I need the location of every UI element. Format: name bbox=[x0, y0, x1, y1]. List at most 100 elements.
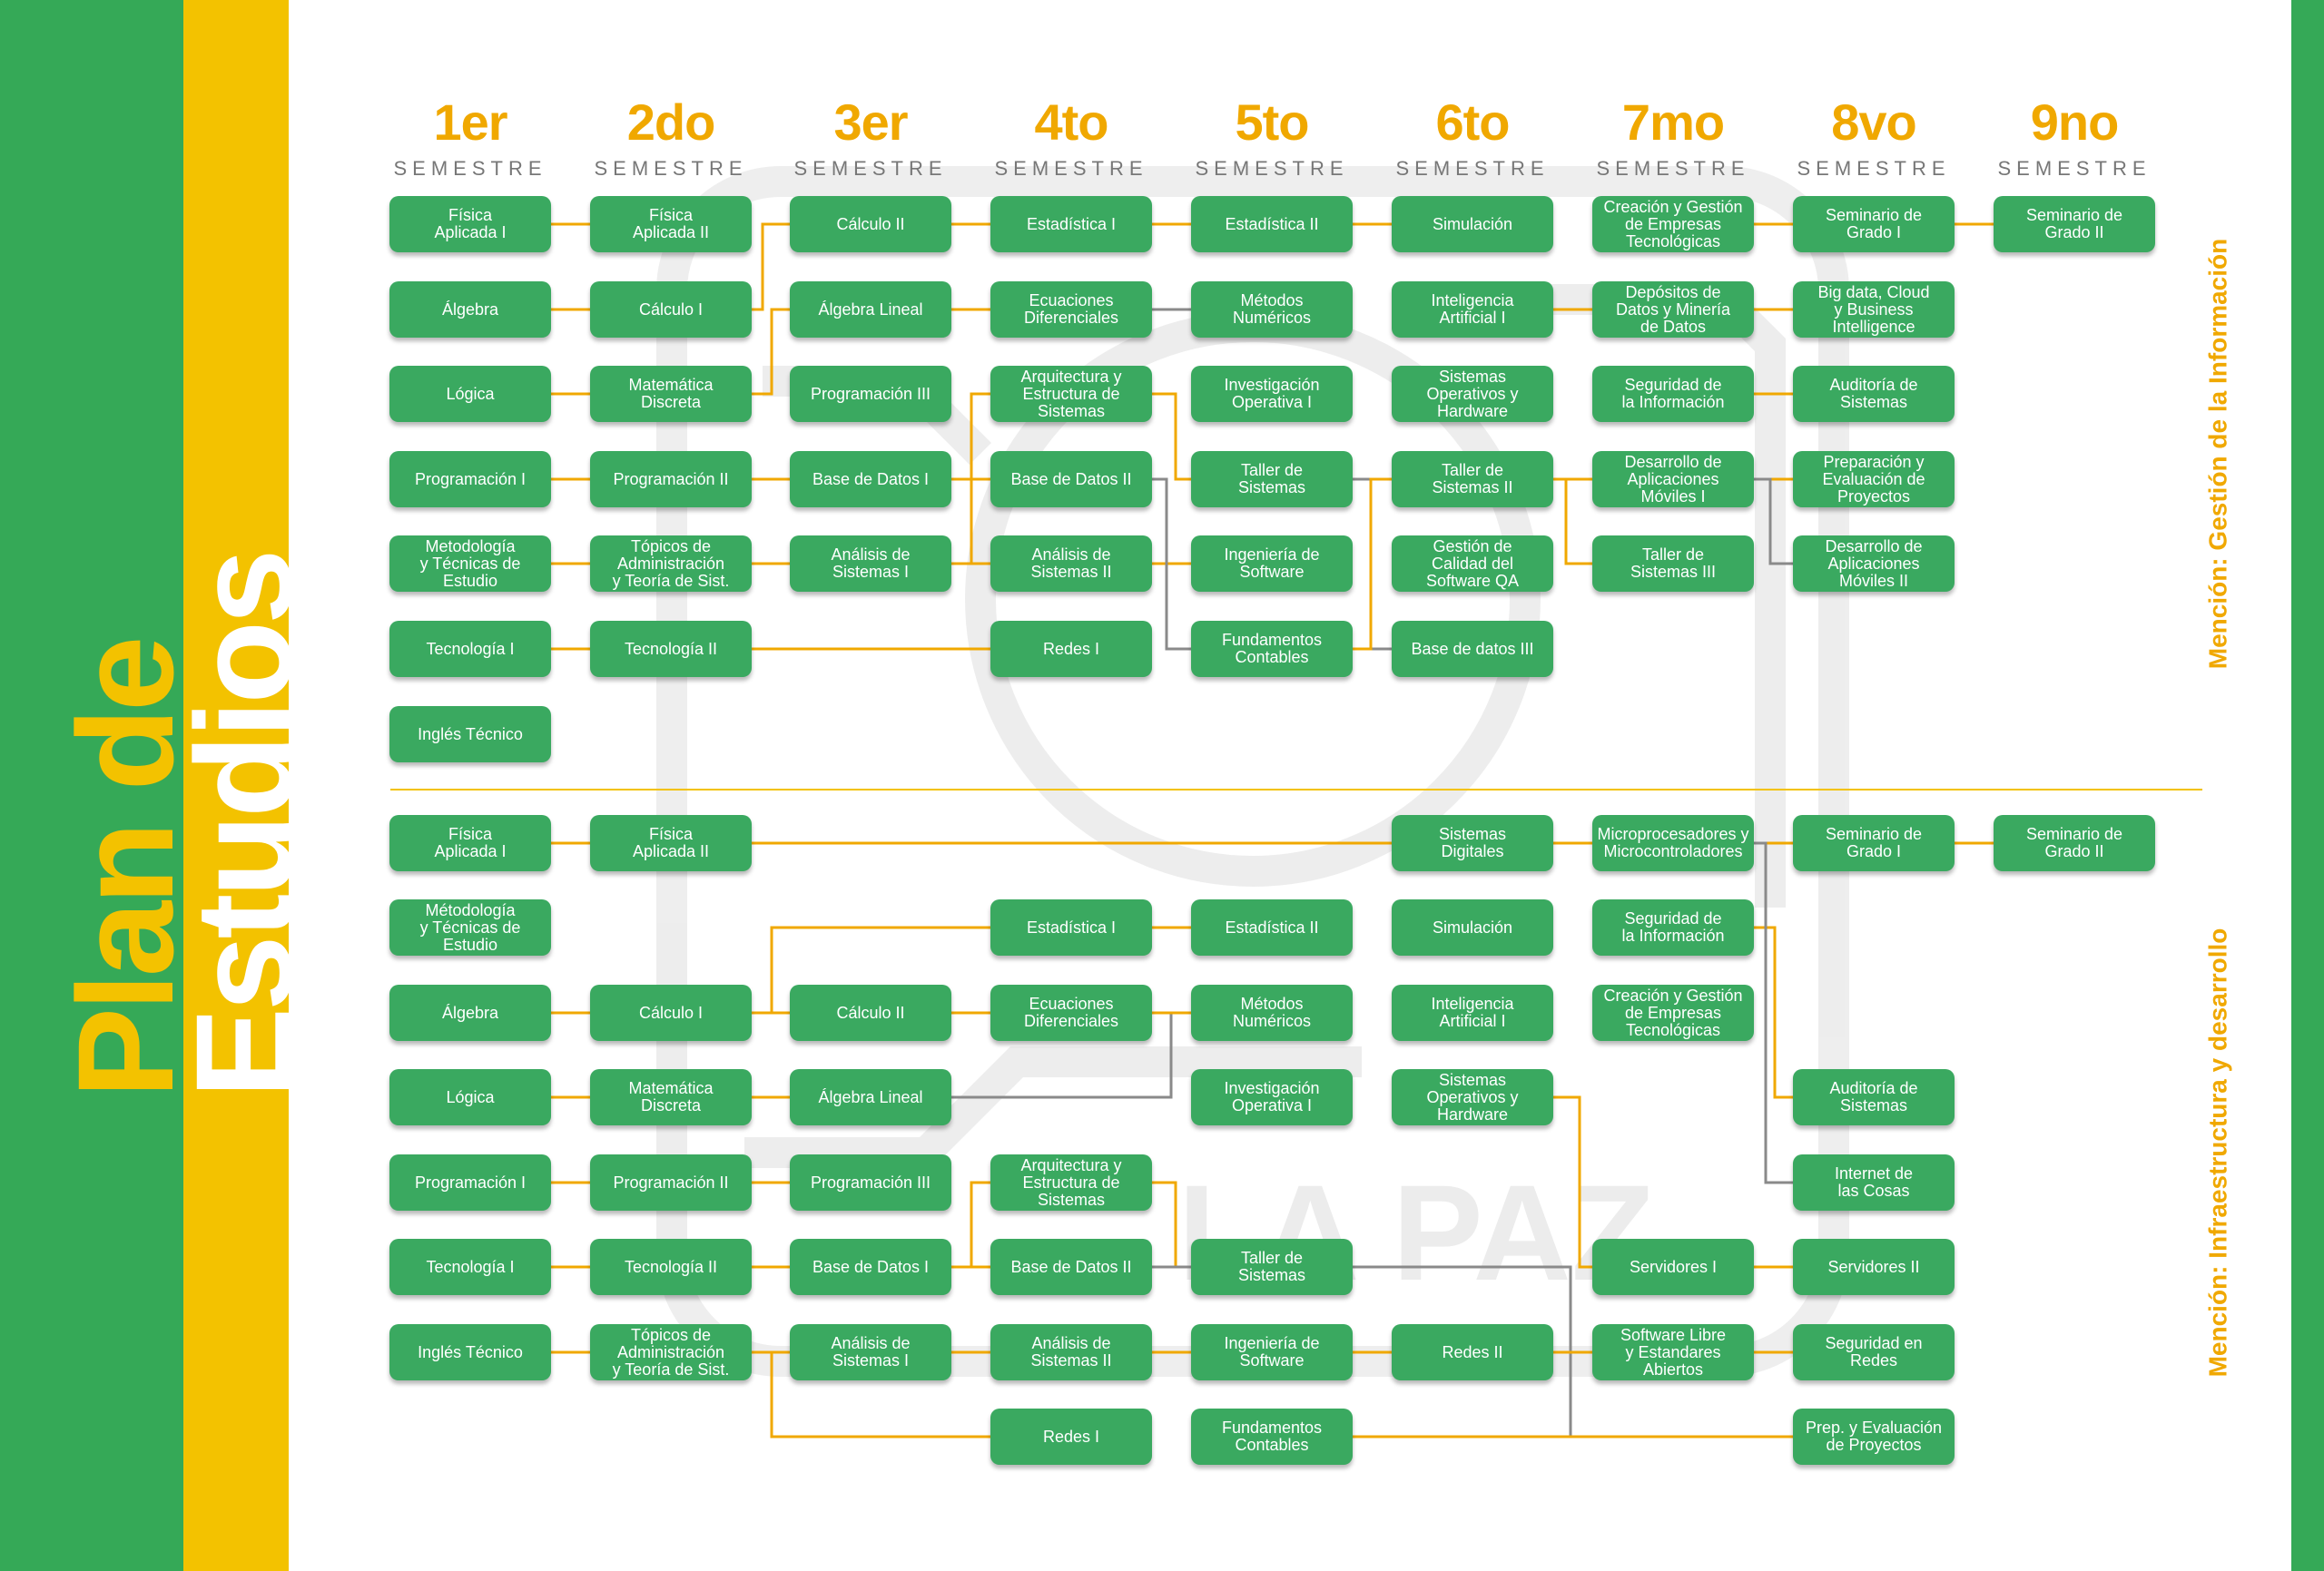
course-box: Sistemas Operativos y Hardware bbox=[1392, 1069, 1553, 1125]
course-box: Tecnología I bbox=[389, 1239, 551, 1295]
course-box: Gestión de Calidad del Software QA bbox=[1392, 535, 1553, 592]
semester-number: 8vo bbox=[1831, 93, 1917, 151]
section-divider bbox=[390, 789, 2202, 790]
semester-number: 2do bbox=[626, 93, 716, 151]
semester-label: SEMESTRE bbox=[1997, 157, 2152, 180]
course-box: Tópicos de Administración y Teoría de Si… bbox=[590, 535, 752, 592]
course-box: Fundamentos Contables bbox=[1191, 621, 1353, 677]
course-box: Base de Datos I bbox=[790, 1239, 951, 1295]
course-box: Base de Datos II bbox=[990, 451, 1152, 507]
connector-line bbox=[1754, 477, 1793, 565]
semester-label: SEMESTRE bbox=[1395, 157, 1550, 180]
course-box: Lógica bbox=[389, 366, 551, 422]
course-box: Servidores I bbox=[1592, 1239, 1754, 1295]
course-box: Estadística II bbox=[1191, 196, 1353, 252]
semester-label: SEMESTRE bbox=[594, 157, 748, 180]
course-box: Programación I bbox=[389, 1154, 551, 1211]
title-line-1: Plan de bbox=[49, 640, 202, 1099]
course-box: Seminario de Grado II bbox=[1994, 815, 2155, 871]
course-box: Investigación Operativa I bbox=[1191, 1069, 1353, 1125]
course-box: Base de Datos I bbox=[790, 451, 951, 507]
course-box: Tecnología II bbox=[590, 1239, 752, 1295]
course-box: Análisis de Sistemas II bbox=[990, 535, 1152, 592]
course-box: Simulación bbox=[1392, 196, 1553, 252]
course-box: Física Aplicada I bbox=[389, 196, 551, 252]
course-box: Tecnología I bbox=[389, 621, 551, 677]
course-box: Software Libre y Estandares Abiertos bbox=[1592, 1324, 1754, 1380]
course-box: Redes II bbox=[1392, 1324, 1553, 1380]
course-box: Estadística II bbox=[1191, 899, 1353, 956]
course-box: Ecuaciones Diferenciales bbox=[990, 985, 1152, 1041]
course-box: Fundamentos Contables bbox=[1191, 1409, 1353, 1465]
semester-number: 7mo bbox=[1621, 93, 1725, 151]
mention-bottom-label: Mención: Infraestructura y desarrollo bbox=[2203, 928, 2232, 1378]
course-box: Álgebra bbox=[389, 985, 551, 1041]
course-box: Creación y Gestión de Empresas Tecnológi… bbox=[1592, 985, 1754, 1041]
course-box: Tecnología II bbox=[590, 621, 752, 677]
course-box: Álgebra Lineal bbox=[790, 281, 951, 338]
title-line-2: Estudios bbox=[167, 553, 320, 1098]
course-box: Taller de Sistemas bbox=[1191, 451, 1353, 507]
connector-line bbox=[951, 1181, 990, 1269]
course-box: Redes I bbox=[990, 1409, 1152, 1465]
course-box: Inglés Técnico bbox=[389, 706, 551, 762]
course-box: Análisis de Sistemas I bbox=[790, 535, 951, 592]
connector-line bbox=[752, 1350, 990, 1438]
connector-line bbox=[752, 222, 790, 311]
course-box: Redes I bbox=[990, 621, 1152, 677]
course-box: Álgebra Lineal bbox=[790, 1069, 951, 1125]
course-box: Taller de Sistemas II bbox=[1392, 451, 1553, 507]
semester-number: 6to bbox=[1435, 93, 1511, 151]
semester-number: 4to bbox=[1034, 93, 1109, 151]
vertical-title: Plan de Estudios bbox=[49, 553, 320, 1099]
course-box: Programación I bbox=[389, 451, 551, 507]
course-box: Base de datos III bbox=[1392, 621, 1553, 677]
course-box: Tópicos de Administración y Teoría de Si… bbox=[590, 1324, 752, 1380]
connector-line bbox=[1152, 392, 1191, 481]
course-box: Álgebra bbox=[389, 281, 551, 338]
course-box: Desarrollo de Aplicaciones Móviles II bbox=[1793, 535, 1955, 592]
semester-label: SEMESTRE bbox=[793, 157, 948, 180]
course-box: Inglés Técnico bbox=[389, 1324, 551, 1380]
course-box: Ingeniería de Software bbox=[1191, 535, 1353, 592]
connector-line bbox=[752, 308, 790, 396]
course-box: Depósitos de Datos y Minería de Datos bbox=[1592, 281, 1754, 338]
course-box: Análisis de Sistemas I bbox=[790, 1324, 951, 1380]
course-box: Programación III bbox=[790, 1154, 951, 1211]
course-box: Cálculo II bbox=[790, 985, 951, 1041]
course-box: Microprocesadores y Microcontroladores bbox=[1592, 815, 1754, 871]
semester-label: SEMESTRE bbox=[994, 157, 1148, 180]
course-box: Preparación y Evaluación de Proyectos bbox=[1793, 451, 1955, 507]
course-box: Inteligencia Artificial I bbox=[1392, 281, 1553, 338]
course-box: Prep. y Evaluación de Proyectos bbox=[1793, 1409, 1955, 1465]
left-green-stripe bbox=[0, 0, 183, 1571]
course-box: Cálculo I bbox=[590, 985, 752, 1041]
course-box: Estadística I bbox=[990, 899, 1152, 956]
course-box: Física Aplicada I bbox=[389, 815, 551, 871]
connector-line bbox=[1553, 477, 1592, 565]
course-box: Taller de Sistemas bbox=[1191, 1239, 1353, 1295]
connector-line bbox=[1353, 477, 1793, 651]
course-box: Lógica bbox=[389, 1069, 551, 1125]
mention-top-label: Mención: Gestión de la Información bbox=[2203, 238, 2231, 670]
course-box: Sistemas Operativos y Hardware bbox=[1392, 366, 1553, 422]
course-box: Estadística I bbox=[990, 196, 1152, 252]
course-box: Desarrollo de Aplicaciones Móviles I bbox=[1592, 451, 1754, 507]
course-box: Creación y Gestión de Empresas Tecnológi… bbox=[1592, 196, 1754, 252]
semester-label: SEMESTRE bbox=[1596, 157, 1750, 180]
course-box: Seguridad en Redes bbox=[1793, 1324, 1955, 1380]
course-box: Programación II bbox=[590, 451, 752, 507]
connector-line bbox=[1754, 926, 1793, 1099]
course-box: Seminario de Grado II bbox=[1994, 196, 2155, 252]
course-box: Seguridad de la Información bbox=[1592, 366, 1754, 422]
semester-number: 1er bbox=[433, 93, 507, 151]
course-box: Servidores II bbox=[1793, 1239, 1955, 1295]
course-box: Metodología y Técnicas de Estudio bbox=[389, 535, 551, 592]
semester-label: SEMESTRE bbox=[393, 157, 547, 180]
course-box: Métodos Numéricos bbox=[1191, 985, 1353, 1041]
